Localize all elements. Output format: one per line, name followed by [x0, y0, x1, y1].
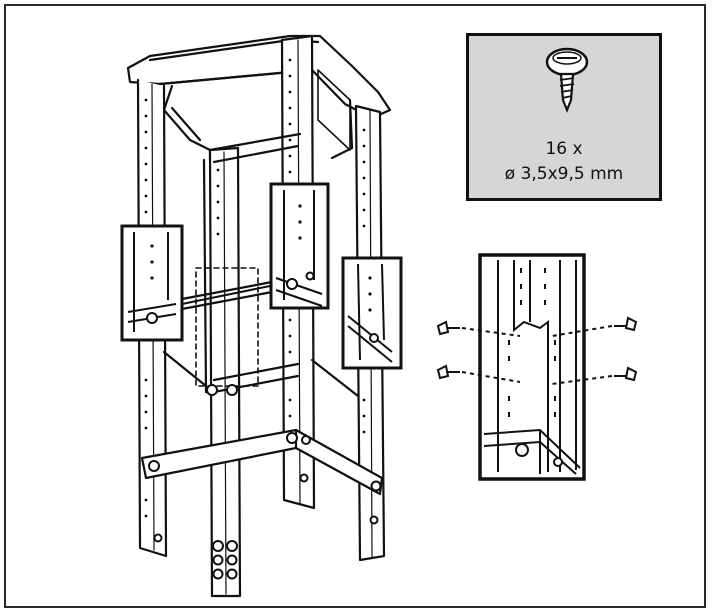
screw-quantity: 16 x	[545, 139, 583, 159]
screw-spec-panel: 16 x ø 3,5x9,5 mm	[466, 33, 662, 201]
screw-icon	[545, 47, 589, 113]
screw-size: ø 3,5x9,5 mm	[504, 164, 624, 184]
